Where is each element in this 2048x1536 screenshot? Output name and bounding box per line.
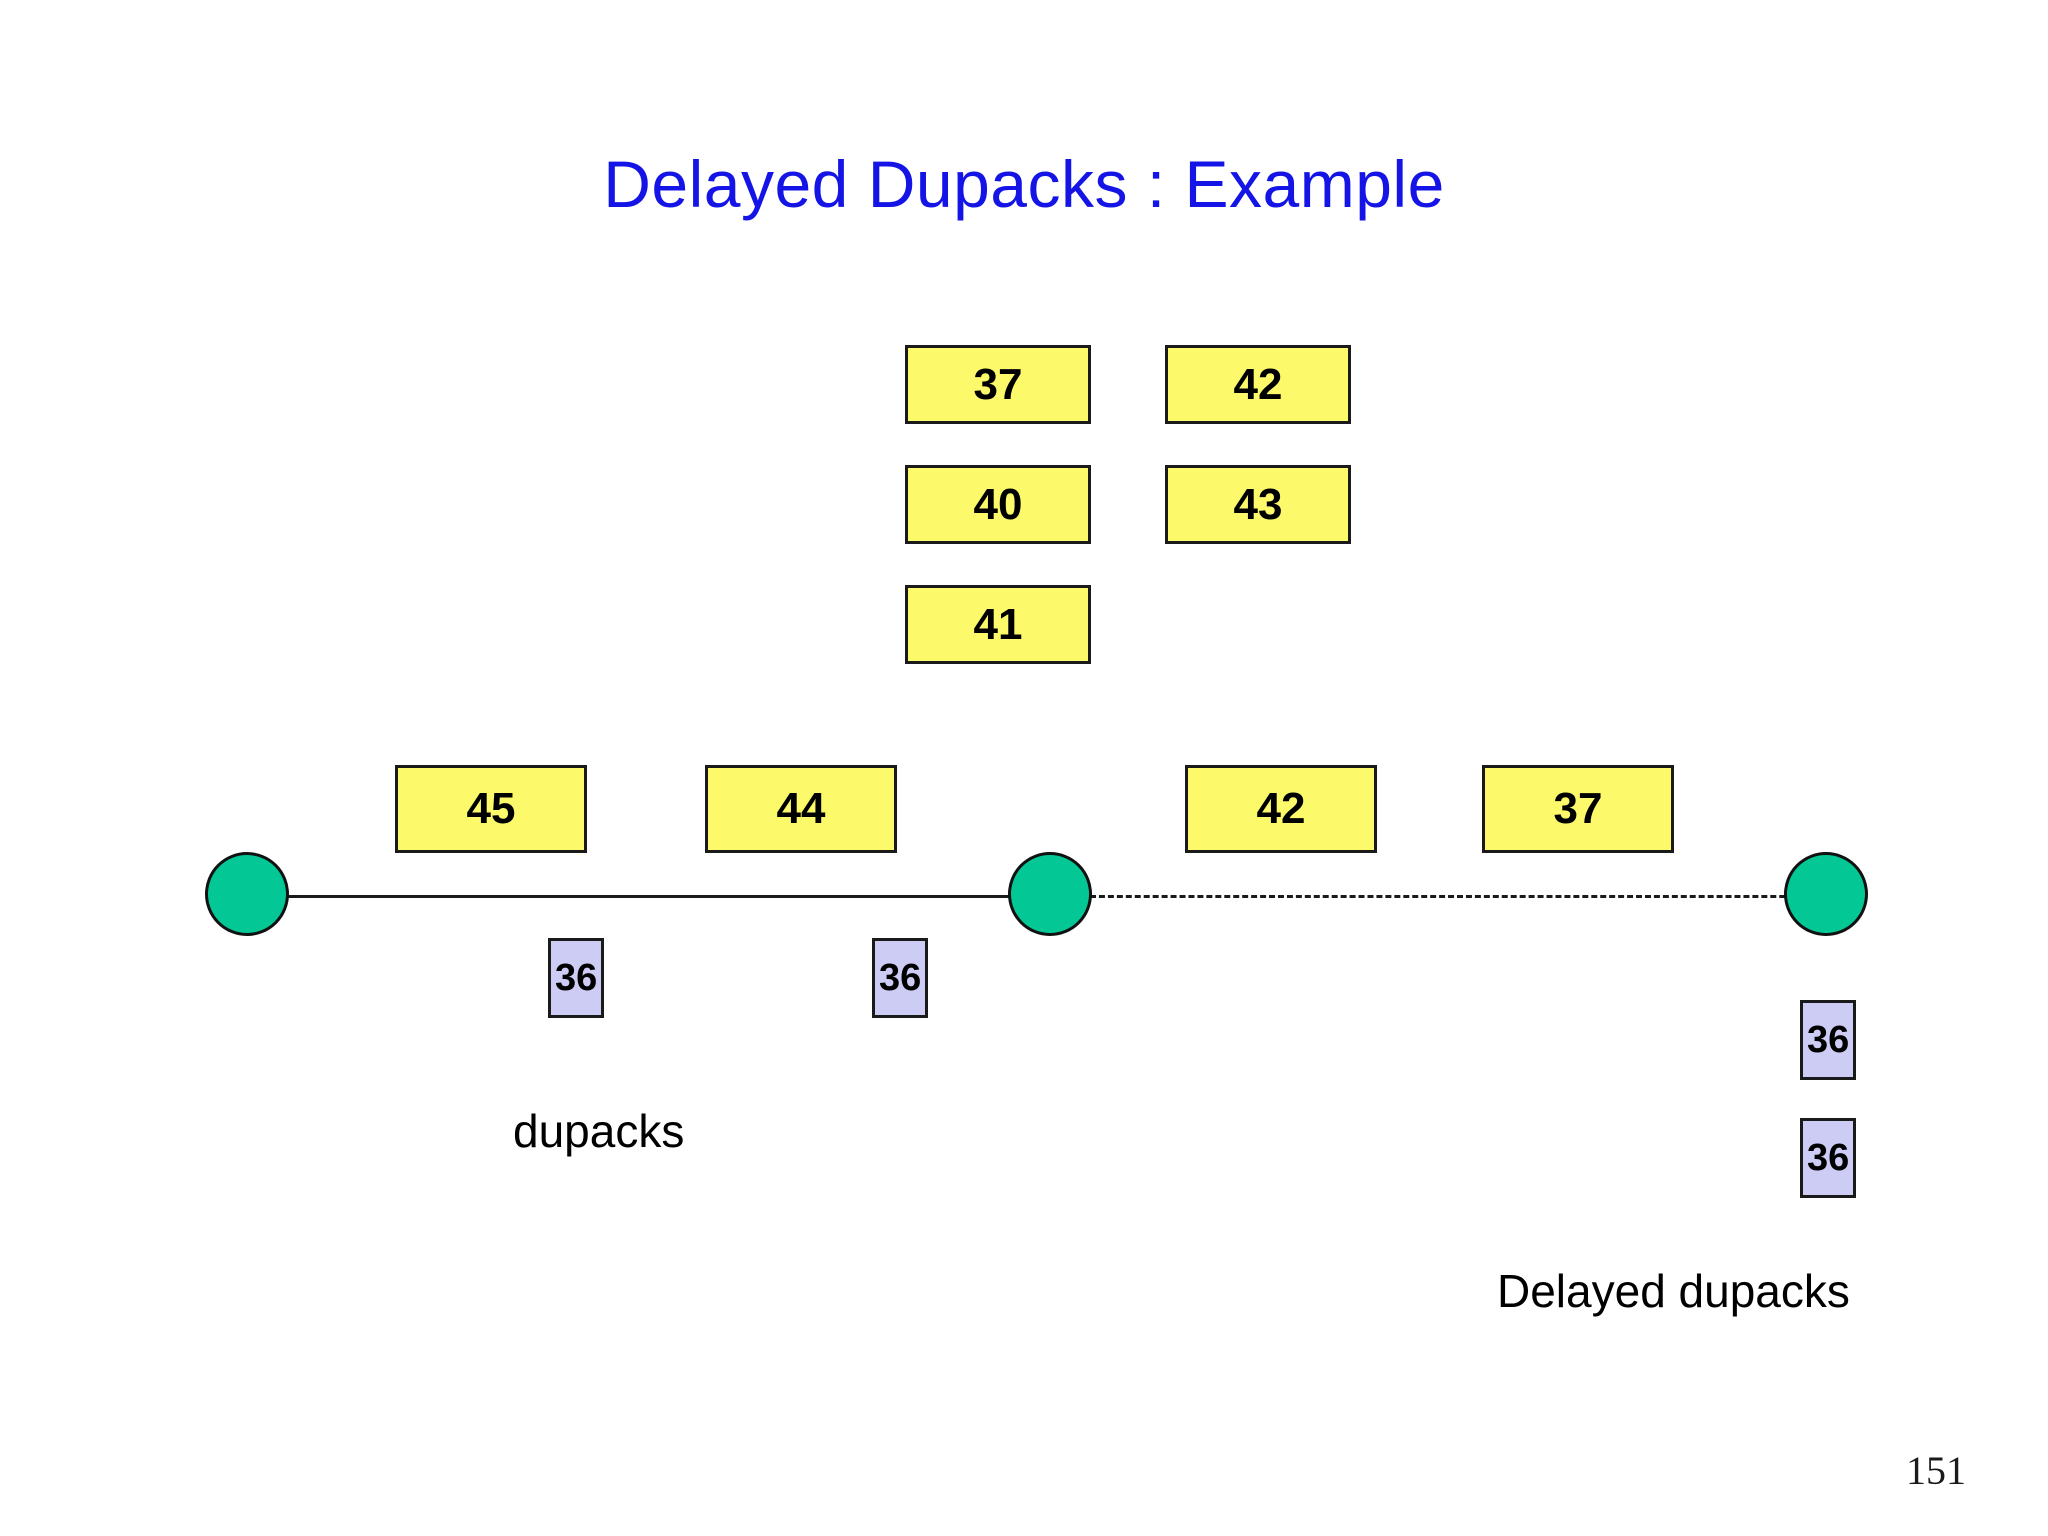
wire-dashed-segment xyxy=(1090,895,1830,898)
queue-packet-box[interactable]: 37 xyxy=(905,345,1091,424)
wire-packet-box[interactable]: 42 xyxy=(1185,765,1377,853)
node-router[interactable] xyxy=(1008,852,1092,936)
delayed-dupacks-label: Delayed dupacks xyxy=(1497,1265,1850,1317)
queue-packet-box[interactable]: 42 xyxy=(1165,345,1351,424)
ack-box[interactable]: 36 xyxy=(872,938,928,1018)
wire-packet-box[interactable]: 37 xyxy=(1482,765,1674,853)
wire-packet-box[interactable]: 45 xyxy=(395,765,587,853)
queue-packet-box[interactable]: 40 xyxy=(905,465,1091,544)
wire-solid-segment xyxy=(232,895,1062,898)
ack-box[interactable]: 36 xyxy=(1800,1000,1856,1080)
node-receiver[interactable] xyxy=(1784,852,1868,936)
node-sender[interactable] xyxy=(205,852,289,936)
ack-box[interactable]: 36 xyxy=(1800,1118,1856,1198)
queue-packet-box[interactable]: 41 xyxy=(905,585,1091,664)
page-title: Delayed Dupacks : Example xyxy=(603,147,1445,221)
dupacks-label: dupacks xyxy=(513,1105,685,1157)
queue-packet-box[interactable]: 43 xyxy=(1165,465,1351,544)
ack-box[interactable]: 36 xyxy=(548,938,604,1018)
wire-packet-box[interactable]: 44 xyxy=(705,765,897,853)
page-number: 151 xyxy=(1906,1448,1966,1493)
